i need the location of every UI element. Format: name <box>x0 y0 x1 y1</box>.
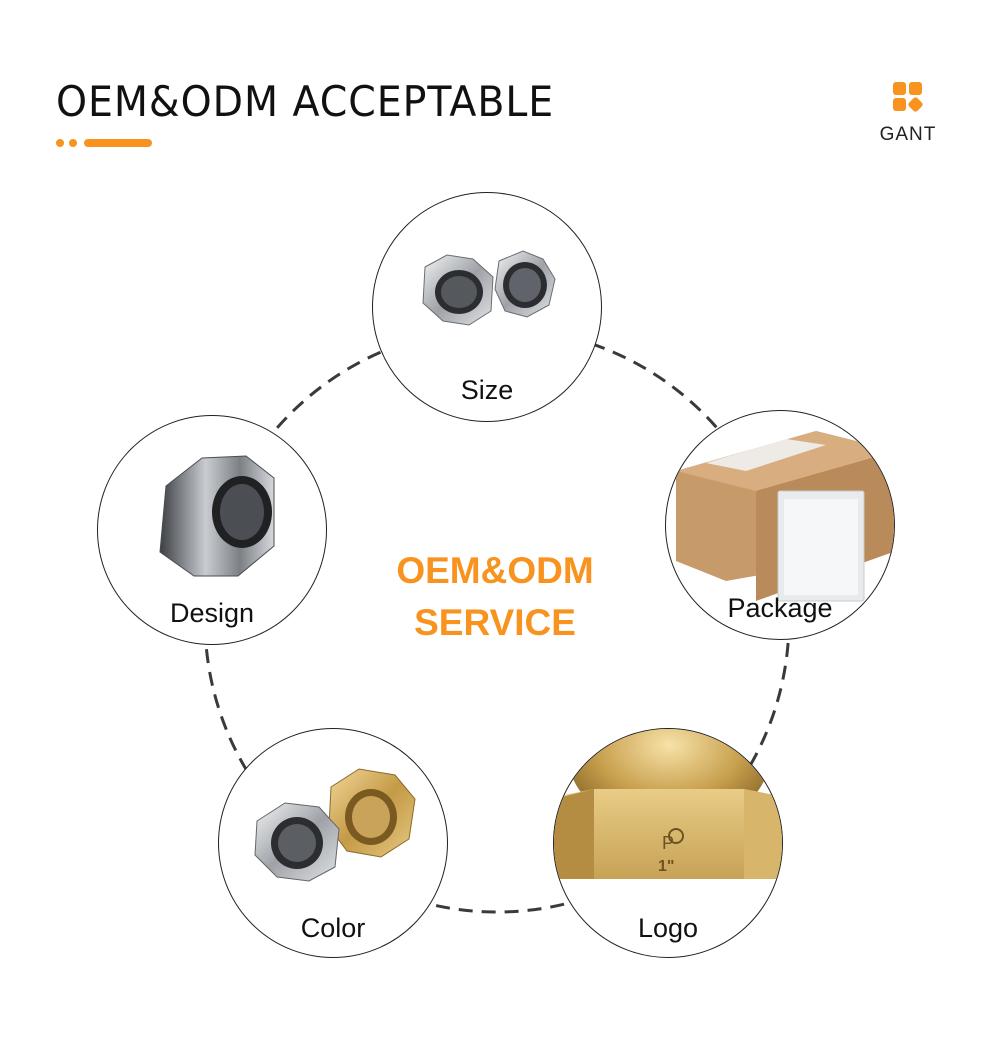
node-logo-label: Logo <box>637 913 699 943</box>
brand-name: GANT <box>879 124 937 145</box>
node-package-label: Package <box>727 593 833 623</box>
brand: GANT <box>873 82 943 146</box>
logo-engraving-top: P <box>662 833 674 853</box>
node-package: Package <box>665 410 895 640</box>
two-chrome-hex-caps-icon <box>422 250 556 326</box>
node-size-label: Size <box>460 375 514 405</box>
center-heading: OEM&ODM SERVICE <box>345 545 645 649</box>
node-design: Design <box>97 415 327 645</box>
logo-engraving-bottom: 1" <box>658 858 674 875</box>
node-color: Color <box>218 728 448 958</box>
center-heading-line1: OEM&ODM <box>396 550 594 591</box>
node-size: Size <box>372 192 602 422</box>
chrome-and-brass-caps-icon <box>254 768 416 882</box>
four-petal-logo-icon <box>893 82 924 113</box>
page-title: OEM&ODM ACCEPTABLE <box>56 77 555 126</box>
cardboard-box-and-bag-icon <box>676 431 894 602</box>
title-accent-decoration <box>56 139 152 147</box>
node-design-label: Design <box>169 598 255 628</box>
brushed-hex-cap-icon <box>159 455 275 577</box>
node-color-label: Color <box>300 913 366 943</box>
center-heading-line2: SERVICE <box>414 602 576 643</box>
node-logo: P 1" Logo <box>553 728 783 958</box>
brass-cap-with-logo-icon: P 1" <box>554 729 782 879</box>
